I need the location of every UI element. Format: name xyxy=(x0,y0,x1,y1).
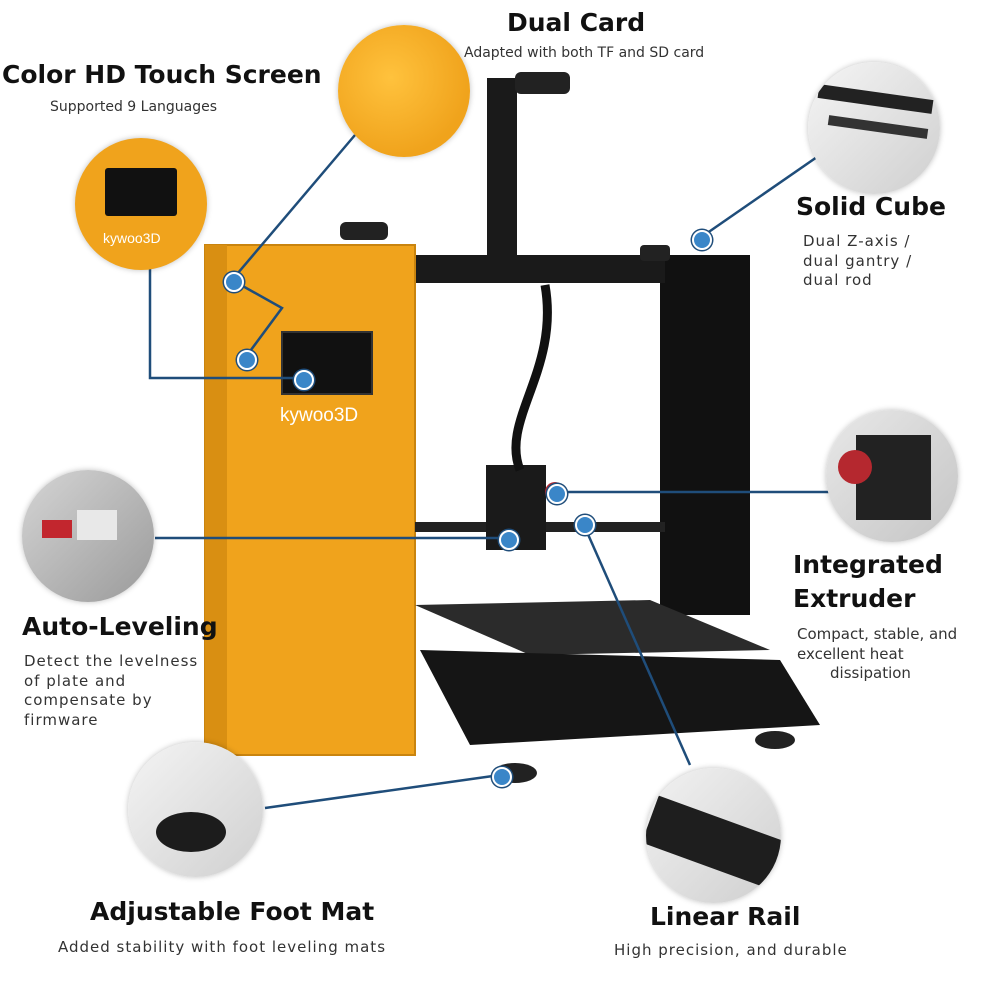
handle-right xyxy=(640,245,670,261)
linear-rail-title: Linear Rail xyxy=(650,902,801,931)
extruder-title: Integrated Extruder xyxy=(793,548,943,616)
line-solid-cube xyxy=(699,146,831,240)
auto-leveling-desc: Detect the levelness of plate and compen… xyxy=(24,652,198,730)
print-bed xyxy=(415,600,770,655)
right-frame-upright xyxy=(660,255,750,615)
extruder-desc-line: Compact, stable, and xyxy=(797,625,958,643)
touch-screen-inset: kywoo3D xyxy=(75,138,207,270)
extruder-title-line: Integrated xyxy=(793,550,943,579)
foot-right xyxy=(755,731,795,749)
touch-screen-desc: Supported 9 Languages xyxy=(50,99,218,115)
top-frame-bar xyxy=(415,255,665,283)
auto-leveling-title: Auto-Leveling xyxy=(22,612,218,641)
printer-base xyxy=(420,650,820,745)
auto-leveling-desc-line: firmware xyxy=(24,710,99,729)
touch-screen-title: Color HD Touch Screen xyxy=(2,60,322,89)
solid-cube-inset xyxy=(808,62,940,194)
orange-box-side xyxy=(205,245,227,755)
solid-cube-title: Solid Cube xyxy=(796,192,946,221)
dot-foot-mat xyxy=(492,767,512,787)
linear-rail-desc: High precision, and durable xyxy=(614,941,848,959)
solid-cube-desc-line: Dual Z-axis / xyxy=(803,232,911,250)
filament-tube xyxy=(511,284,552,472)
orange-control-box xyxy=(204,244,416,756)
extruder-desc-line: excellent heat xyxy=(797,644,904,663)
spool-holder-tube xyxy=(515,72,570,94)
extruder-desc-line: dissipation xyxy=(830,664,911,682)
extruder-title-line: Extruder xyxy=(793,583,916,613)
inset-brand-logo: kywoo3D xyxy=(103,230,161,246)
dot-extruder xyxy=(547,484,567,504)
line-foot-mat xyxy=(264,773,501,810)
extruder-inset xyxy=(826,410,958,542)
dual-card-desc: Adapted with both TF and SD card xyxy=(464,45,705,61)
foot-mat-title: Adjustable Foot Mat xyxy=(90,897,375,926)
dot-touch-screen xyxy=(294,370,314,390)
linear-rail-inset xyxy=(646,768,781,903)
extruder-desc: Compact, stable, and excellent heat diss… xyxy=(797,625,957,684)
line-touch-screen xyxy=(148,265,302,380)
spool-holder-arm xyxy=(487,78,517,258)
auto-leveling-desc-line: of plate and xyxy=(24,671,127,690)
dot-linear-rail xyxy=(575,515,595,535)
dual-card-inset xyxy=(338,25,470,157)
auto-leveling-desc-line: compensate by xyxy=(24,691,153,709)
auto-leveling-inset xyxy=(22,470,154,602)
foot-mat-inset xyxy=(128,742,263,877)
handle-left xyxy=(340,222,388,240)
line-dual-card-branch xyxy=(231,278,284,359)
dot-dual-card-1 xyxy=(224,272,244,292)
dot-auto-leveling xyxy=(499,530,519,550)
solid-cube-desc-line: dual rod xyxy=(803,271,873,289)
foot-mat-desc: Added stability with foot leveling mats xyxy=(58,938,387,956)
dot-dual-card-2 xyxy=(237,350,257,370)
solid-cube-desc-line: dual gantry / xyxy=(803,251,913,270)
line-dual-card xyxy=(231,134,356,281)
line-linear-rail xyxy=(581,522,692,766)
dot-solid-cube xyxy=(692,230,712,250)
dual-card-title: Dual Card xyxy=(507,8,646,37)
auto-leveling-desc-line: Detect the levelness xyxy=(24,652,199,670)
solid-cube-desc: Dual Z-axis / dual gantry / dual rod xyxy=(803,232,912,291)
printer-brand-logo: kywoo3D xyxy=(280,405,359,426)
